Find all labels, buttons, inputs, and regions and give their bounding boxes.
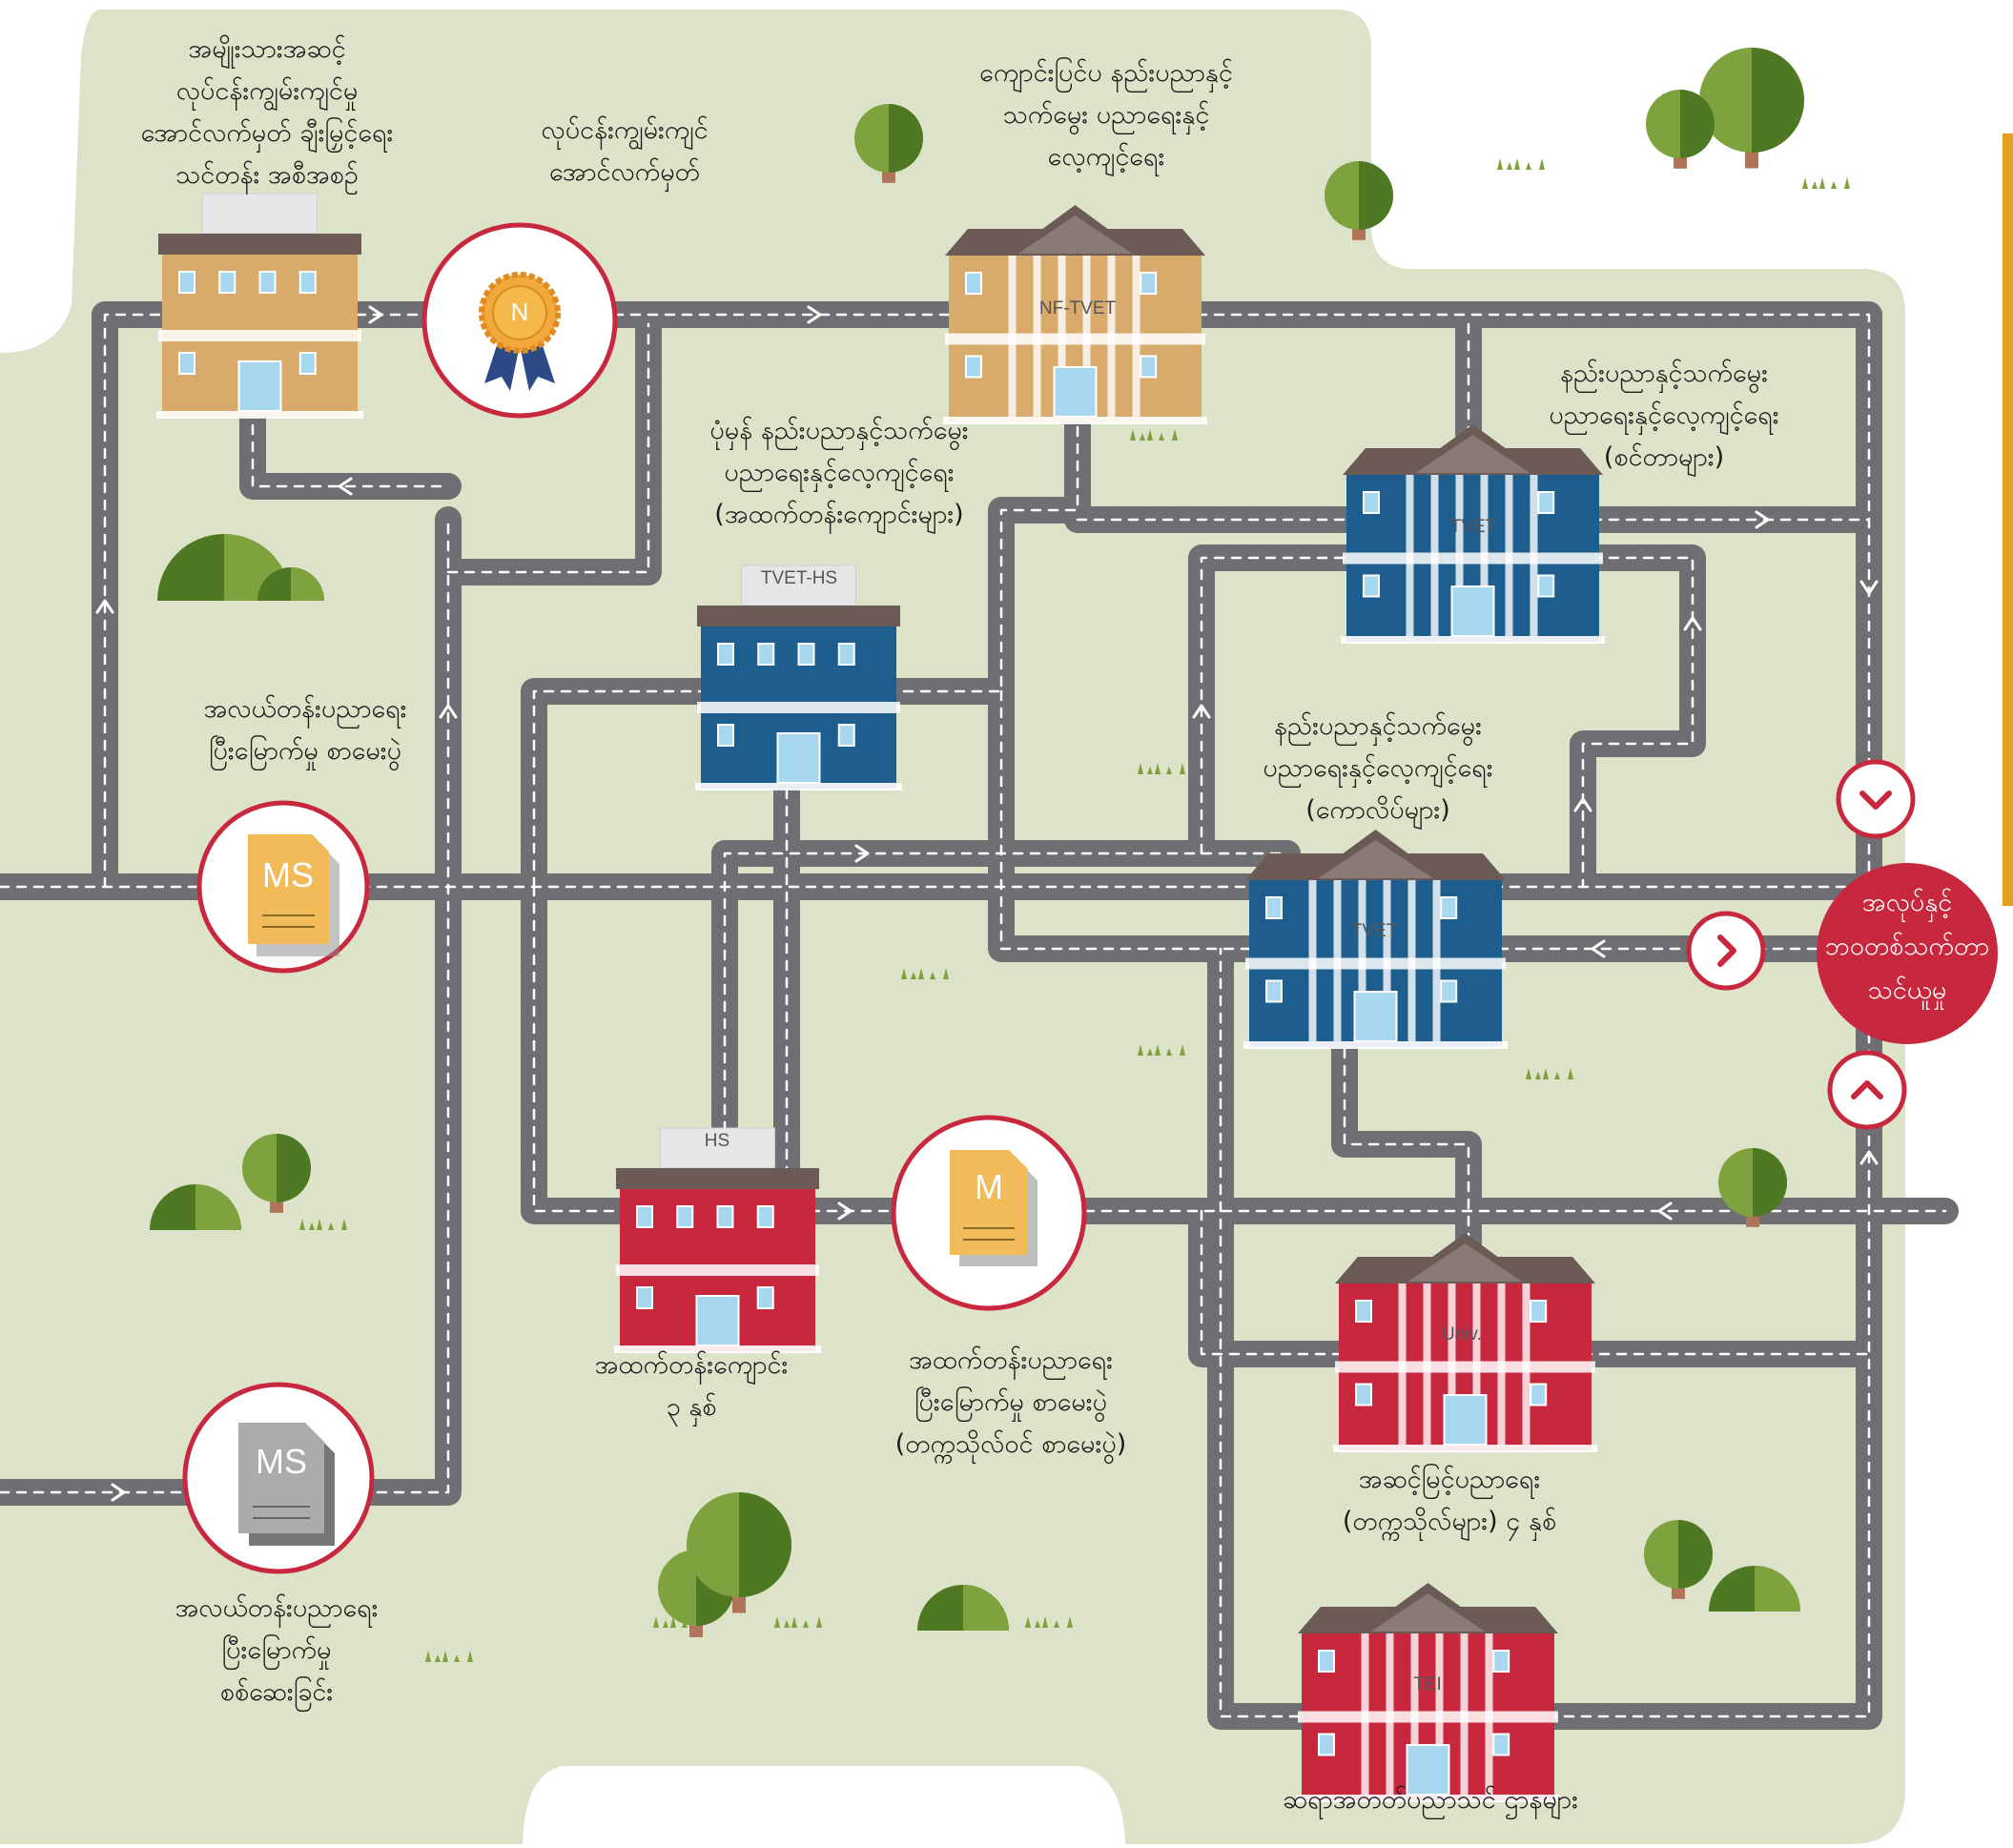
- building-national-skills: [156, 193, 363, 419]
- tree-icon: [1325, 161, 1393, 240]
- badge-ms-bottom-label: MS: [256, 1442, 307, 1481]
- building-label-tvet-hs: TVET-HS: [760, 568, 838, 588]
- building-tvet-college: [1243, 830, 1508, 1049]
- building-label-tvet-centre: TVET: [1449, 517, 1497, 537]
- label-middle-exam: အလယ်တန်းပညာရေး ပြီးမြောက်မှု စာမေးပွဲ: [203, 694, 407, 766]
- grass-tuft: [1802, 177, 1850, 189]
- badge-m: [891, 1115, 1087, 1311]
- building-nf-tvet: [943, 205, 1207, 424]
- bush-icon: [1709, 1566, 1800, 1612]
- tree-icon: [242, 1134, 311, 1213]
- building-label-tvet-college: TVET: [1350, 921, 1398, 941]
- chevron-down-icon: [1836, 759, 1916, 839]
- badge-m-label: M: [975, 1167, 1003, 1206]
- label-tvet-high-schools: ပုံမှန် နည်းပညာနှင့်သက်မွေး ပညာရေးနှင့်လ…: [709, 416, 969, 529]
- tree-icon: [1718, 1148, 1787, 1227]
- building-tei: [1296, 1583, 1560, 1802]
- label-non-formal-tvet: ကျောင်းပြင်ပ နည်းပညာနှင့် သက်မွေး ပညာရေး…: [979, 58, 1233, 172]
- grass-tuft: [1130, 429, 1178, 441]
- badge-n: [421, 222, 618, 419]
- tree-icon: [1646, 90, 1715, 169]
- label-tvet-colleges: နည်းပညာနှင့်သက်မွေး ပညာရေးနှင့်လေ့ကျင့်ရ…: [1263, 711, 1493, 825]
- chevron-right-icon: [1686, 911, 1766, 991]
- trees: [150, 48, 1804, 1637]
- grass-tuft: [1497, 158, 1545, 170]
- road-arrows: [95, 305, 1879, 1502]
- document-icon: [248, 834, 329, 944]
- badge-n-label: N: [510, 298, 529, 326]
- building-label-univ: Univ.: [1442, 1324, 1482, 1345]
- bush-icon: [257, 567, 324, 601]
- label-teacher-education: ဆရာအတတ်ပညာသင် ဌာနများ: [1282, 1785, 1579, 1815]
- grass-tuft: [1138, 763, 1185, 774]
- label-high-school: အထက်တန်းကျောင်း ၃ နှစ်: [594, 1350, 789, 1422]
- chevron-up-icon: [1827, 1050, 1907, 1130]
- bush-icon: [150, 1184, 241, 1230]
- building-tvet-centre: [1341, 424, 1605, 644]
- grass-tuft: [1526, 1068, 1573, 1079]
- destination-node: [1686, 759, 1998, 1130]
- tree-icon: [854, 104, 923, 183]
- tree-icon: [1644, 1520, 1713, 1599]
- building-label-hs: HS: [704, 1131, 730, 1151]
- grass-tuft: [1138, 1044, 1185, 1056]
- badge-ms-bottom: [182, 1382, 375, 1574]
- building-label-tei: TEI: [1413, 1674, 1442, 1694]
- tree-icon: [1699, 48, 1804, 169]
- grass-tuft: [1025, 1616, 1073, 1628]
- label-skills-certificate: လုပ်ငန်းကျွမ်းကျင် အောင်လက်မှတ်: [541, 115, 709, 187]
- buildings: [156, 193, 1605, 1802]
- label-higher-education: အဆင့်မြင့်ပညာရေး (တက္ကသိုလ်များ) ၄ နှစ်: [1342, 1465, 1557, 1536]
- badge-ms-top-label: MS: [262, 855, 314, 894]
- road-network: [0, 301, 1959, 1730]
- destination-label: အလုပ်နှင့် ဘဝတစ်သက်တာ သင်ယူမှု: [1824, 888, 1990, 1005]
- label-national-skills-framework: အမျိုးသားအဆင့် လုပ်ငန်းကျွမ်းကျင်မှု အော…: [140, 34, 394, 190]
- accent-bar: [2003, 133, 2013, 906]
- building-tvet-hs: [695, 565, 902, 791]
- grass-tufts: [299, 158, 1850, 1662]
- building-hs: [614, 1127, 821, 1353]
- grass-tuft: [774, 1616, 822, 1628]
- building-label-nf-tvet: NF-TVET: [1038, 298, 1117, 318]
- grass-tuft: [901, 968, 949, 979]
- badge-ms-top: [196, 800, 370, 974]
- tree-icon: [687, 1492, 791, 1613]
- label-matric-exam: အထက်တန်းပညာရေး ပြီးမြောက်မှု စာမေးပွဲ (တ…: [894, 1345, 1127, 1459]
- label-tvet-centres: နည်းပညာနှင့်သက်မွေး ပညာရေးနှင့်လေ့ကျင့်ရ…: [1549, 359, 1779, 472]
- bush-icon: [917, 1585, 1009, 1631]
- label-middle-assessment: အလယ်တန်းပညာရေး ပြီးမြောက်မှု စစ်ဆေးခြင်း: [175, 1593, 379, 1707]
- grass-tuft: [425, 1651, 473, 1662]
- building-univ: [1333, 1233, 1597, 1452]
- grass-tuft: [299, 1219, 347, 1230]
